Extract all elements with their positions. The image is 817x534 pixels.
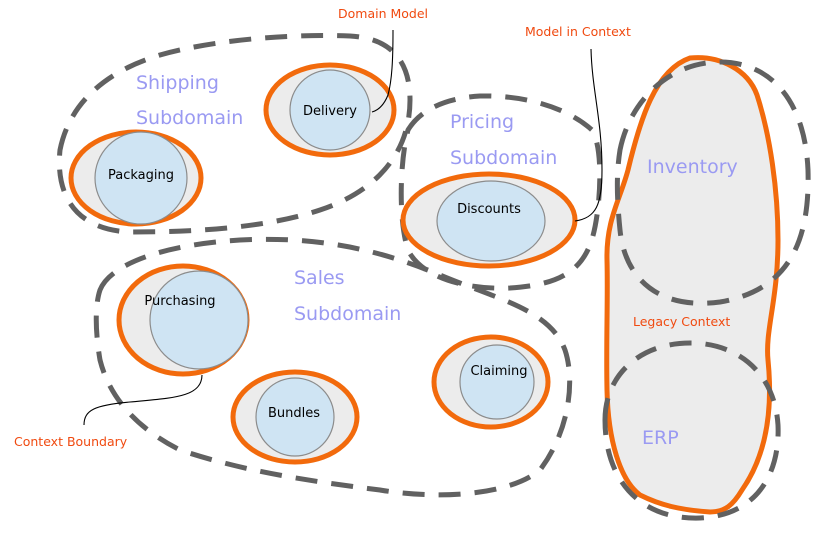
annotation-legacy-context: Legacy Context xyxy=(633,314,730,329)
subdomain-label-pricing-line2: Subdomain xyxy=(450,147,557,169)
context-purchasing[interactable]: Purchasing xyxy=(116,263,250,377)
subdomain-label-sales-line1: Sales xyxy=(294,267,345,289)
subdomain-label-shipping-line1: Shipping xyxy=(136,72,219,94)
annotation-model-in-context: Model in Context xyxy=(525,24,631,39)
leader-domain-model xyxy=(371,29,394,113)
context-label-delivery: Delivery xyxy=(303,104,357,119)
context-bundles[interactable]: Bundles xyxy=(230,369,360,465)
model-purchasing xyxy=(149,270,249,370)
context-label-packaging: Packaging xyxy=(108,168,174,183)
annotation-context-boundary: Context Boundary xyxy=(14,434,128,449)
erp-subdomain-outline xyxy=(602,340,781,521)
sales-subdomain-outline xyxy=(93,236,573,498)
context-delivery[interactable]: Delivery xyxy=(263,62,397,158)
context-claiming[interactable]: Claiming xyxy=(431,334,551,430)
subdomain-label-sales-line2: Subdomain xyxy=(294,303,401,325)
legacy-context-boundary xyxy=(604,55,781,515)
subdomain-label-inventory: Inventory xyxy=(647,156,738,178)
inventory-subdomain-outline xyxy=(614,59,811,306)
subdomain-label-pricing-line1: Pricing xyxy=(450,111,514,133)
shipping-subdomain-outline xyxy=(56,33,413,235)
leader-context-boundary xyxy=(83,374,203,426)
context-label-purchasing: Purchasing xyxy=(144,294,215,309)
pricing-subdomain-outline xyxy=(398,93,603,291)
model-packaging xyxy=(94,131,188,225)
model-delivery xyxy=(289,69,371,151)
model-discounts xyxy=(436,180,546,262)
context-label-claiming: Claiming xyxy=(470,364,527,379)
model-bundles xyxy=(255,377,335,457)
subdomain-label-erp: ERP xyxy=(642,427,679,449)
subdomain-label-shipping-line2: Subdomain xyxy=(136,107,243,129)
leader-model-in-context xyxy=(574,48,603,222)
annotation-domain-model: Domain Model xyxy=(338,6,428,21)
model-claiming xyxy=(459,344,535,420)
context-packaging[interactable]: Packaging xyxy=(68,129,204,227)
context-discounts[interactable]: Discounts xyxy=(400,171,578,269)
context-label-discounts: Discounts xyxy=(457,202,521,217)
context-label-bundles: Bundles xyxy=(268,406,320,421)
